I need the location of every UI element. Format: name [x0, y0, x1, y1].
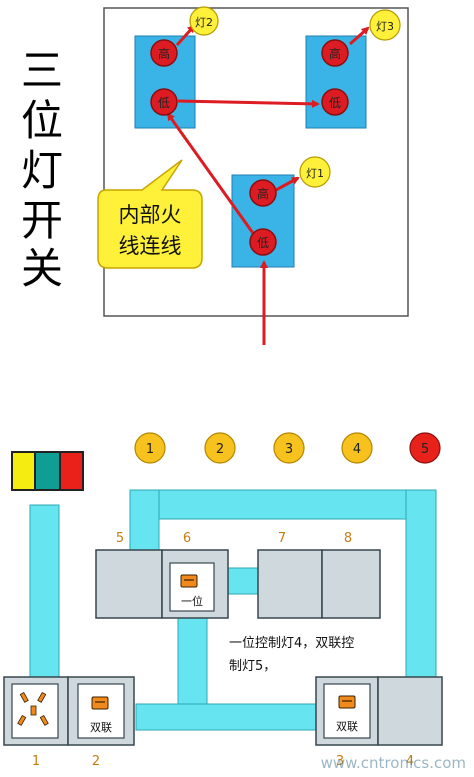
conduit-left-vertical — [29, 504, 60, 678]
swatch-yellow — [11, 451, 36, 491]
single-switch-label: 一位 — [181, 594, 203, 608]
title-char-2: 位 — [21, 96, 63, 145]
lamp-2-marker: 2 — [204, 432, 236, 464]
high-label: 高 — [329, 46, 341, 61]
watermark: www.cntronics.com — [321, 754, 466, 772]
box-2-label: 2 — [92, 754, 100, 769]
single-switch: 一位 — [169, 562, 215, 612]
box-5 — [95, 549, 163, 619]
lamp-5-marker: 5 — [409, 432, 441, 464]
box-4 — [377, 676, 443, 746]
box-6-label: 6 — [183, 531, 191, 546]
conduit-layout-diagram: 1 2 3 4 5 — [3, 432, 466, 772]
box-7 — [257, 549, 323, 619]
double-switch-right: 双联 — [323, 683, 371, 739]
internal-wiring-callout: 内部火 线连线 — [97, 159, 203, 269]
lamp-1-marker: 1 — [134, 432, 166, 464]
box-8-label: 8 — [344, 531, 352, 546]
conduit-box6-box7 — [226, 567, 259, 595]
title-char-5: 关 — [21, 244, 63, 293]
box-8 — [321, 549, 381, 619]
conduit-top-drop — [129, 489, 160, 553]
wire-color-legend — [11, 451, 84, 491]
title-char-3: 灯 — [21, 146, 63, 195]
lamp-2-label: 灯2 — [195, 16, 213, 29]
conduits — [29, 489, 437, 731]
internal-live-wires — [166, 24, 370, 345]
caption-line-2: 制灯5， — [229, 659, 276, 674]
title-char-4: 开 — [21, 196, 63, 245]
wire-to-lamp1 — [275, 176, 300, 192]
terminal-center-low: 低 — [249, 228, 277, 256]
conduit-right-vertical — [405, 489, 437, 679]
terminal-left-low: 低 — [150, 88, 178, 116]
box-5-label: 5 — [116, 531, 124, 546]
terminal-center-high: 高 — [249, 179, 277, 207]
low-to-left-wire — [166, 112, 257, 237]
lamp-3: 灯3 — [369, 9, 401, 41]
wire-to-lamp3 — [349, 26, 370, 46]
terminal-right-low: 低 — [321, 88, 349, 116]
callout-line-1: 内部火 — [119, 203, 182, 227]
lamp-number: 5 — [421, 442, 429, 457]
high-label: 高 — [257, 186, 269, 201]
box-1-label: 1 — [32, 754, 40, 769]
socket-outlet-icon — [17, 691, 49, 726]
double-switch-label: 双联 — [90, 721, 112, 734]
swatch-red — [59, 451, 84, 491]
socket-outlet — [11, 683, 59, 739]
box-4-label: 4 — [406, 754, 414, 769]
lamp-number: 1 — [146, 442, 154, 457]
lamp-2: 灯2 — [189, 6, 219, 36]
double-switch-left: 双联 — [77, 683, 125, 739]
left-to-right-wire — [177, 99, 320, 108]
side-title: 三 位 灯 开 关 — [21, 46, 63, 293]
lamp-number: 2 — [216, 442, 224, 457]
caption-line-1: 一位控制灯4，双联控 — [229, 636, 354, 651]
switch-rocker-icon — [91, 696, 109, 710]
lamp-3-label: 灯3 — [376, 20, 394, 33]
lamp-number: 4 — [353, 442, 361, 457]
double-switch-label: 双联 — [336, 720, 358, 733]
switch-rocker-icon — [338, 695, 356, 709]
high-label: 高 — [158, 46, 170, 61]
three-way-switch-diagram: 三 位 灯 开 关 高 低 — [21, 6, 409, 345]
lamp-number: 3 — [285, 442, 293, 457]
wire-to-lamp2 — [175, 24, 196, 47]
swatch-teal — [34, 451, 61, 491]
terminal-left-high: 高 — [150, 39, 178, 67]
switch-rocker-icon — [180, 574, 198, 588]
low-label: 低 — [257, 236, 269, 250]
low-label: 低 — [329, 96, 341, 110]
conduit-bottom-horizontal — [135, 703, 317, 731]
conduit-box6-drop — [177, 617, 208, 706]
box-3-label: 3 — [336, 754, 344, 769]
lamp-3-marker: 3 — [273, 432, 305, 464]
wiring-caption: 一位控制灯4，双联控 制灯5， — [229, 636, 354, 674]
lamp-1-label: 灯1 — [306, 167, 324, 180]
callout-line-2: 线连线 — [119, 234, 182, 258]
low-label: 低 — [158, 96, 170, 110]
lamp-1: 灯1 — [299, 156, 331, 188]
conduit-top-horizontal — [129, 489, 437, 520]
lamp-4-marker: 4 — [341, 432, 373, 464]
box-7-label: 7 — [278, 531, 286, 546]
terminal-right-high: 高 — [321, 39, 349, 67]
title-char-1: 三 — [21, 46, 63, 95]
